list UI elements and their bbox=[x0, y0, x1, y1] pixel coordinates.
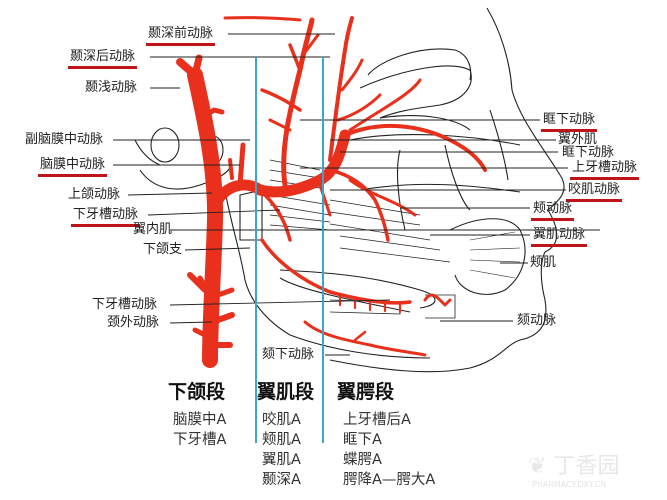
label-medial-pterygoid: 翼内肌 bbox=[133, 222, 173, 237]
segment-list-pterygopalatine: 上牙槽后A 眶下A 蝶腭A 腭降A—腭大A bbox=[343, 410, 435, 490]
label-infraorbital-1: 眶下动脉 bbox=[540, 112, 598, 132]
label-masseteric: 咬肌动脉 bbox=[565, 182, 623, 202]
label-deep-temporal-anterior: 颞深前动脉 bbox=[145, 26, 216, 46]
anatomy-outline bbox=[134, 7, 565, 373]
segment-title-mandibular: 下颌段 bbox=[168, 381, 226, 403]
leaf-icon: ❦ bbox=[528, 454, 547, 479]
segment-title-pterygopalatine: 翼腭段 bbox=[337, 381, 395, 403]
label-lateral-pterygoid: 翼外肌 bbox=[558, 132, 598, 147]
segment-title-pterygoid: 翼肌段 bbox=[257, 381, 315, 403]
label-submental: 颏下动脉 bbox=[262, 347, 315, 362]
arteries bbox=[176, 16, 487, 368]
watermark-text: 丁香园 bbox=[553, 454, 620, 479]
branch-item: 翼肌A bbox=[262, 452, 301, 468]
branch-item: 腭降A—腭大A bbox=[343, 472, 436, 488]
branch-item: 眶下A bbox=[343, 432, 382, 448]
branch-item: 上牙槽后A bbox=[343, 412, 411, 428]
segment-list-mandibular: 脑膜中A 下牙槽A bbox=[173, 410, 226, 450]
label-maxillary-artery: 上颌动脉 bbox=[68, 187, 121, 202]
label-middle-meningeal: 脑膜中动脉 bbox=[37, 157, 108, 177]
label-superficial-temporal: 颞浅动脉 bbox=[85, 80, 138, 95]
leader-lines bbox=[113, 33, 600, 356]
label-pterygoid-artery: 翼肌动脉 bbox=[530, 227, 588, 247]
segment-list-pterygoid: 咬肌A 颊肌A 翼肌A 颞深A bbox=[262, 410, 301, 490]
label-buccal-artery: 颊动脉 bbox=[530, 201, 575, 221]
label-infraorbital-2: 眶下动脉 bbox=[562, 145, 615, 160]
label-accessory-middle-meningeal: 副脑膜中动脉 bbox=[25, 132, 104, 147]
label-mental-artery: 颏动脉 bbox=[517, 313, 557, 328]
branch-item: 颞深A bbox=[262, 472, 301, 488]
label-superior-alveolar: 上牙槽动脉 bbox=[569, 160, 640, 180]
branch-item: 下牙槽A bbox=[173, 432, 227, 448]
label-mandibular-ramus: 下颌支 bbox=[143, 242, 183, 257]
label-buccinator: 颊肌 bbox=[530, 255, 557, 270]
branch-item: 蝶腭A bbox=[343, 452, 382, 468]
watermark-subtext: PHARMACY.DXY.CN bbox=[532, 480, 607, 489]
label-inferior-alveolar-upper: 下牙槽动脉 bbox=[70, 207, 141, 227]
watermark-logo: ❦ 丁香园 PHARMACY.DXY.CN bbox=[528, 448, 619, 489]
branch-item: 咬肌A bbox=[262, 412, 301, 428]
label-external-carotid: 颈外动脉 bbox=[107, 315, 160, 330]
branch-item: 脑膜中A bbox=[173, 412, 227, 428]
label-inferior-alveolar-lower: 下牙槽动脉 bbox=[92, 297, 158, 312]
label-deep-temporal-posterior: 颞深后动脉 bbox=[67, 49, 138, 69]
branch-item: 颊肌A bbox=[262, 432, 301, 448]
